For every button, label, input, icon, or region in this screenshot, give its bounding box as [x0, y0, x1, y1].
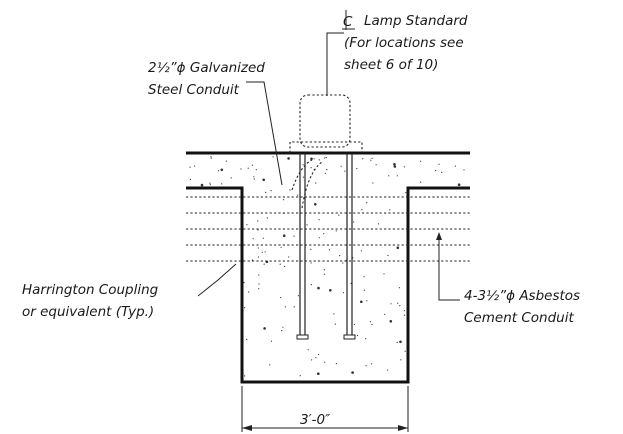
- width-dimension-line: [241, 386, 409, 432]
- galvanized-conduit-sublabel: Steel Conduit: [148, 82, 240, 98]
- asbestos-conduit-sublabel: Cement Conduit: [464, 310, 574, 326]
- anchor-bolts: [296, 153, 356, 340]
- harrington-coupling-label: Harrington Coupling: [22, 282, 159, 298]
- width-dimension-label: 3′-0″: [300, 412, 330, 428]
- galvanized-conduit-label: 2½”ϕ Galvanized: [148, 60, 265, 76]
- lamp-standard-label: Lamp Standard: [364, 13, 468, 29]
- lamp-standard-sheet-ref: sheet 6 of 10): [344, 57, 438, 73]
- galvanized-conduit-leader: [246, 81, 283, 186]
- harrington-coupling-sublabel: or equivalent (Typ.): [22, 304, 154, 320]
- galvanized-conduit-elbow: [291, 159, 323, 209]
- svg-text:C: C: [343, 14, 353, 30]
- lamp-standard-base: [289, 94, 363, 153]
- foundation-outline: [186, 151, 470, 384]
- horizontal-conduits: [186, 196, 470, 262]
- asbestos-conduit-label: 4-3½”ϕ Asbestos: [464, 288, 580, 304]
- centerline-symbol: C: [342, 10, 355, 30]
- harrington-coupling-leader: [197, 263, 237, 297]
- lamp-standard-note: (For locations see: [344, 35, 464, 51]
- centerline-leader: [326, 32, 344, 96]
- asbestos-conduit-leader: [436, 232, 460, 301]
